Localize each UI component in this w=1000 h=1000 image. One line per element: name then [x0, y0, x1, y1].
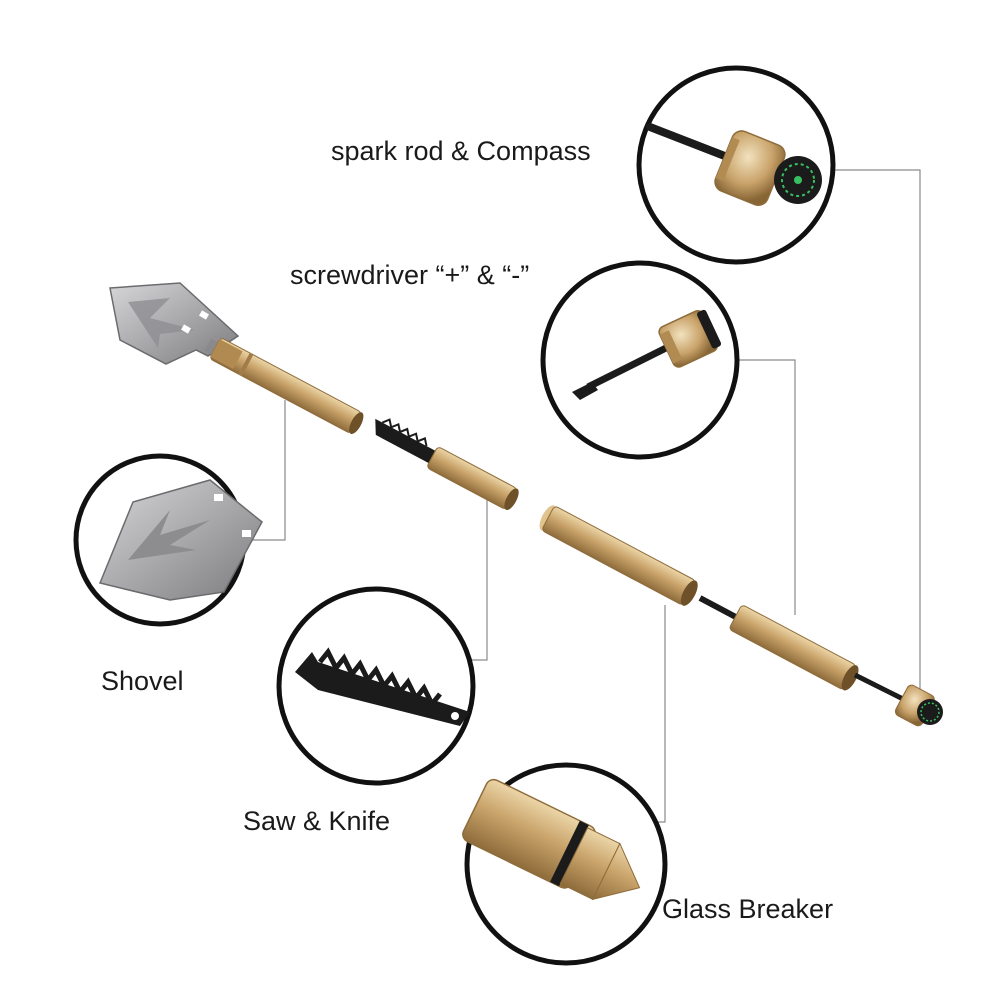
compass-assembly [853, 672, 943, 727]
screwdriver-assembly [698, 595, 859, 691]
shovel-assembly [109, 282, 364, 434]
screwdriver-icon [572, 309, 722, 400]
detail-circle-saw [276, 586, 476, 786]
leader-lines [248, 169, 921, 823]
glass-breaker-icon [462, 778, 641, 901]
glass-breaker-assembly [539, 505, 698, 606]
saw-assembly [375, 418, 519, 511]
label-saw-knife: Saw & Knife [243, 806, 391, 836]
label-screwdriver: screwdriver “+” & “-” [290, 260, 530, 290]
label-spark-rod-compass: spark rod & Compass [331, 136, 591, 166]
label-glass-breaker: Glass Breaker [662, 894, 834, 924]
detail-circle-shovel [73, 453, 263, 627]
detail-circle-spark-rod [636, 65, 836, 265]
compass-icon [646, 123, 822, 206]
saw-icon [295, 647, 470, 726]
detail-circle-screwdriver [540, 260, 740, 460]
detail-circle-glass-breaker [462, 762, 668, 966]
shovel-detail-icon [98, 479, 263, 601]
label-shovel: Shovel [101, 666, 184, 696]
